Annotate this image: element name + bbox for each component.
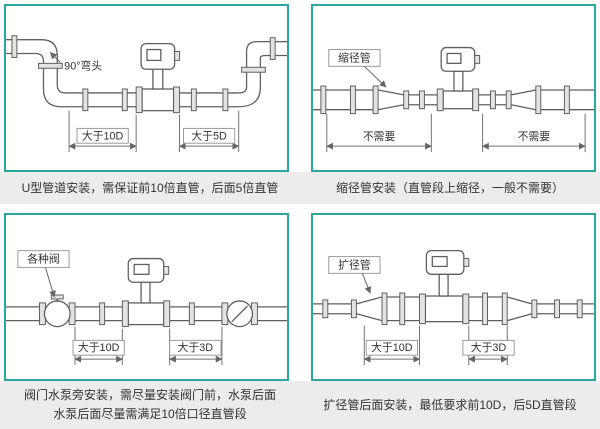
dimension-label-left: 大于10D [78, 340, 120, 354]
caption-text: 缩径管安装（直管段上缩径，一般不需要） [335, 180, 564, 195]
expander-cone-left [356, 292, 388, 326]
pipe-small-left [313, 299, 357, 319]
valve-callout: 各种阀 [17, 250, 70, 298]
caption-strip-top: U型管道安装，需保证前10倍直管，后面5倍直管 缩径管安装（直管段上缩径，一般不… [0, 172, 600, 204]
pipe-large-right [468, 292, 508, 326]
dimension-left: 大于10D [363, 325, 421, 366]
diagram-expander: 扩径管 大于10D 大于3D [313, 250, 594, 366]
pipe-small-left [408, 90, 438, 110]
flowmeter [436, 46, 481, 112]
panel-valves: 各种阀 大于10D 大于3D [4, 213, 289, 381]
caption-valves: 阀门水泵旁安装，需尽量安装阀门前，水泵后面 水泵后面尽量需满足10倍口径直管段 [0, 381, 300, 429]
dimension-label-right: 不需要 [518, 130, 551, 143]
dimension-left: 大于10D [68, 110, 137, 153]
inlet-elbow [6, 35, 70, 108]
callout-label: 缩径管 [338, 50, 371, 64]
dimension-label-left: 大于10D [371, 340, 413, 354]
elbow-callout: 90°弯头 [49, 52, 102, 72]
caption-reducer: 缩径管安装（直管段上缩径，一般不需要） [300, 172, 600, 204]
dimension-right: 大于3D [462, 325, 515, 366]
pipe-small-right [478, 90, 507, 110]
panel-expander: 扩径管 大于10D 大于3D [311, 213, 596, 381]
caption-text: 扩径管后面安装，最低要求前10D，后5D直管段 [323, 397, 577, 412]
reducer-cone-right [507, 296, 538, 322]
panel-u-bend: 90°弯头 大于10D 大于5D [4, 4, 289, 172]
panel-reducer: 缩径管 不需要 不需要 [311, 4, 596, 172]
caption-strip-bottom: 阀门水泵旁安装，需尽量安装阀门前，水泵后面 水泵后面尽量需满足10倍口径直管段 … [0, 381, 600, 429]
diagram-u-bend: 90°弯头 大于10D 大于5D [6, 35, 287, 153]
dimension-label-right: 大于5D [191, 128, 227, 142]
dimension-label-right: 大于3D [471, 340, 507, 354]
reducer-callout: 缩径管 [328, 49, 387, 88]
valve-left [39, 294, 76, 328]
flowmeter [121, 257, 171, 328]
caption-text: 阀门水泵旁安装，需尽量安装阀门前，水泵后面 [23, 388, 276, 403]
valve-right [221, 300, 258, 328]
dimension-right: 大于3D [168, 326, 223, 366]
reducer-cone-right [505, 85, 542, 115]
caption-expander: 扩径管后面安装，最低要求前10D，后5D直管段 [300, 381, 600, 429]
callout-label: 扩径管 [338, 257, 371, 271]
expander-callout: 扩径管 [328, 256, 381, 294]
diagram-reducer: 缩径管 不需要 不需要 [313, 46, 594, 153]
callout-label: 各种阀 [27, 251, 59, 265]
flowmeter [135, 42, 181, 114]
pipe-left [313, 85, 379, 115]
flowmeter [418, 250, 470, 325]
dimension-right: 不需要 [481, 113, 586, 153]
pipe-large-left [386, 292, 420, 326]
dimension-label-left: 大于10D [82, 128, 124, 142]
pipe-right [540, 85, 594, 115]
dimension-left: 不需要 [326, 113, 433, 153]
caption-u-bend: U型管道安装，需保证前10倍直管，后面5倍直管 [0, 172, 300, 204]
reducer-cone-left [377, 89, 410, 111]
dimension-label-right: 大于3D [178, 340, 214, 354]
caption-text: U型管道安装，需保证前10倍直管，后面5倍直管 [21, 180, 279, 195]
caption-text: 水泵后面尽量需满足10倍口径直管段 [53, 407, 247, 421]
dimension-left: 大于10D [72, 326, 125, 366]
dimension-label-left: 不需要 [363, 130, 396, 143]
dimension-right: 大于5D [178, 110, 240, 153]
callout-label: 90°弯头 [64, 58, 102, 72]
diagram-valves: 各种阀 大于10D 大于3D [6, 250, 287, 366]
pipe-small-right [536, 299, 594, 319]
outlet-elbow [238, 37, 287, 108]
